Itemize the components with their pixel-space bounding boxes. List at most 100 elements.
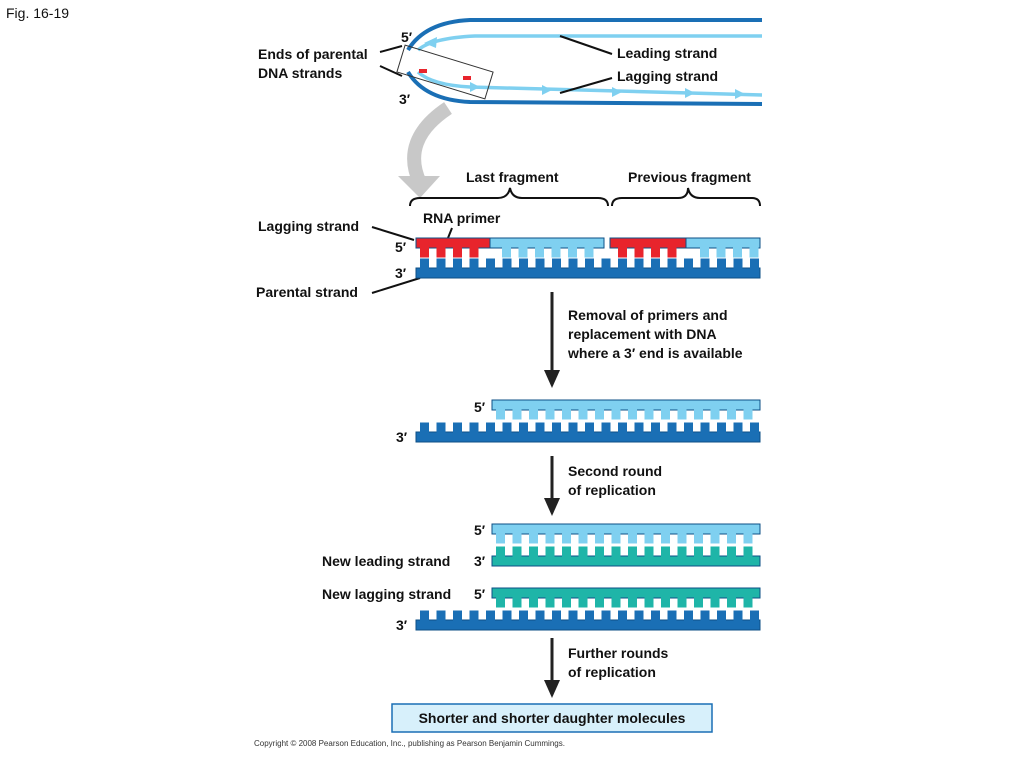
new-lagging-strand-segment-base [578, 597, 588, 608]
rna-primer-segment-base [469, 247, 479, 258]
top-strand-segment-base [512, 409, 522, 420]
last-fragment-label: Last fragment [466, 169, 559, 185]
new-lagging-strand-segment-base [710, 597, 720, 608]
parental-strand-segment [415, 431, 761, 443]
new-lagging-strand-segment-base [628, 597, 637, 608]
new-leading-strand-segment-base [743, 546, 753, 557]
new-leading-strand-segment-base [611, 546, 621, 557]
stage1-lagging-label: Lagging strand [258, 218, 359, 234]
top-strand-segment-base [578, 409, 588, 420]
parental-strand-segment-base [502, 258, 512, 269]
lagging-dna-segment-base [518, 247, 528, 258]
top-strand-segment-base [595, 409, 604, 420]
parental-strand-segment-base [618, 610, 627, 621]
leading-strand-line [416, 34, 762, 52]
parental-strand-segment-base [486, 258, 495, 269]
new-leading-strand-segment [491, 555, 761, 567]
lagging-dna-segment-base [700, 247, 709, 258]
parental-strand-segment-base [585, 610, 594, 621]
stage2-duplex [415, 399, 761, 443]
lagging-dna-segment [489, 237, 605, 249]
parental-strand-segment-base [667, 258, 677, 269]
new-leading-strand-segment-base [694, 546, 703, 557]
parental-strand-segment-base [453, 610, 462, 621]
step1-caption-line3: where a 3′ end is available [567, 345, 743, 361]
new-lagging-strand-segment-base [562, 597, 571, 608]
top-strand-segment-base [628, 409, 637, 420]
result-box [391, 703, 713, 733]
parental-strand-segment-base [453, 422, 462, 433]
rna-primer-segment-base [436, 247, 446, 258]
top-three-prime: 3′ [399, 91, 411, 107]
new-leading-strand-segment-base [496, 546, 505, 557]
parental-strand-segment-base [502, 610, 512, 621]
ends-label-line1: Ends of parental [258, 46, 368, 62]
new-lagging-strand-segment-base [694, 597, 703, 608]
stage3-duplexes [415, 523, 761, 631]
leading-template-segment-base [710, 533, 720, 544]
step1-caption-line2: replacement with DNA [568, 326, 717, 342]
replication-fork [379, 18, 763, 106]
parental-strand-segment-base [436, 258, 446, 269]
parental-strand-segment-base [618, 258, 627, 269]
top-five-prime: 5′ [401, 29, 413, 45]
leading-template-segment [491, 523, 761, 535]
new-lagging-strand-segment-base [677, 597, 687, 608]
new-lagging-strand-segment-base [743, 597, 753, 608]
leading-strand-label: Leading strand [617, 45, 717, 61]
step1-caption-line1: Removal of primers and [568, 307, 728, 323]
top-strand-segment-base [545, 409, 555, 420]
step2-caption-line2: of replication [568, 482, 656, 498]
zoom-box [396, 44, 494, 100]
parental-strand-segment-base [486, 610, 495, 621]
parental-strand-segment-base [700, 258, 710, 269]
leading-template-segment-base [661, 533, 670, 544]
new-leading-strand-segment-base [562, 546, 571, 557]
rna-primer-segment-base [651, 247, 660, 258]
parental-strand-segment-base [618, 422, 627, 433]
parental-strand-segment-base [420, 258, 429, 269]
parental-strand-segment-base [750, 258, 759, 269]
last-fragment-brace [409, 187, 609, 207]
parental-strand-label: Parental strand [256, 284, 358, 300]
lagging-dna-segment-base [502, 247, 511, 258]
new-lagging-strand-segment-base [496, 597, 505, 608]
previous-fragment-label: Previous fragment [628, 169, 751, 185]
result-label: Shorter and shorter daughter molecules [419, 710, 686, 726]
stage3-five-prime-a: 5′ [474, 522, 486, 538]
stage3-three-prime-b: 3′ [396, 617, 408, 633]
rna-primer-segment-base [618, 247, 627, 258]
parental-strand-segment-base [552, 422, 561, 433]
new-leading-strand-segment-base [677, 546, 687, 557]
parental-strand-segment-base [486, 422, 495, 433]
top-strand-segment-base [496, 409, 505, 420]
parental-strand-segment-base [469, 610, 479, 621]
new-leading-strand-segment-base [644, 546, 654, 557]
step3-caption-line1: Further rounds [568, 645, 669, 661]
ends-label-line2: DNA strands [258, 65, 342, 81]
parental-strand-segment-base [667, 422, 677, 433]
new-leading-strand-segment-base [578, 546, 588, 557]
parental-strand-segment [415, 267, 761, 279]
parental-strand-segment-base [601, 258, 611, 269]
parental-strand-segment-base [700, 610, 710, 621]
parental-strand-segment-base [535, 422, 545, 433]
parental-strand-segment-base [634, 258, 644, 269]
parental-strand-segment-base [651, 610, 660, 621]
parental-strand-segment-base [585, 258, 594, 269]
parental-strand-segment-base [634, 610, 644, 621]
zoom-arrowhead [398, 176, 440, 198]
parental-strand-segment-base [469, 422, 479, 433]
top-strand-segment-base [677, 409, 687, 420]
stage3-three-prime-a: 3′ [474, 553, 486, 569]
top-strand-segment-base [710, 409, 720, 420]
figure-label: Fig. 16-19 [6, 5, 69, 21]
new-lagging-strand-segment-base [512, 597, 522, 608]
rna-primer-label: RNA primer [423, 210, 501, 226]
zoom-arrow [407, 102, 453, 186]
leading-template-segment-base [595, 533, 604, 544]
lagging-strand-line [416, 70, 763, 97]
new-leading-strand-label: New leading strand [322, 553, 450, 569]
new-leading-strand-segment-base [545, 546, 555, 557]
